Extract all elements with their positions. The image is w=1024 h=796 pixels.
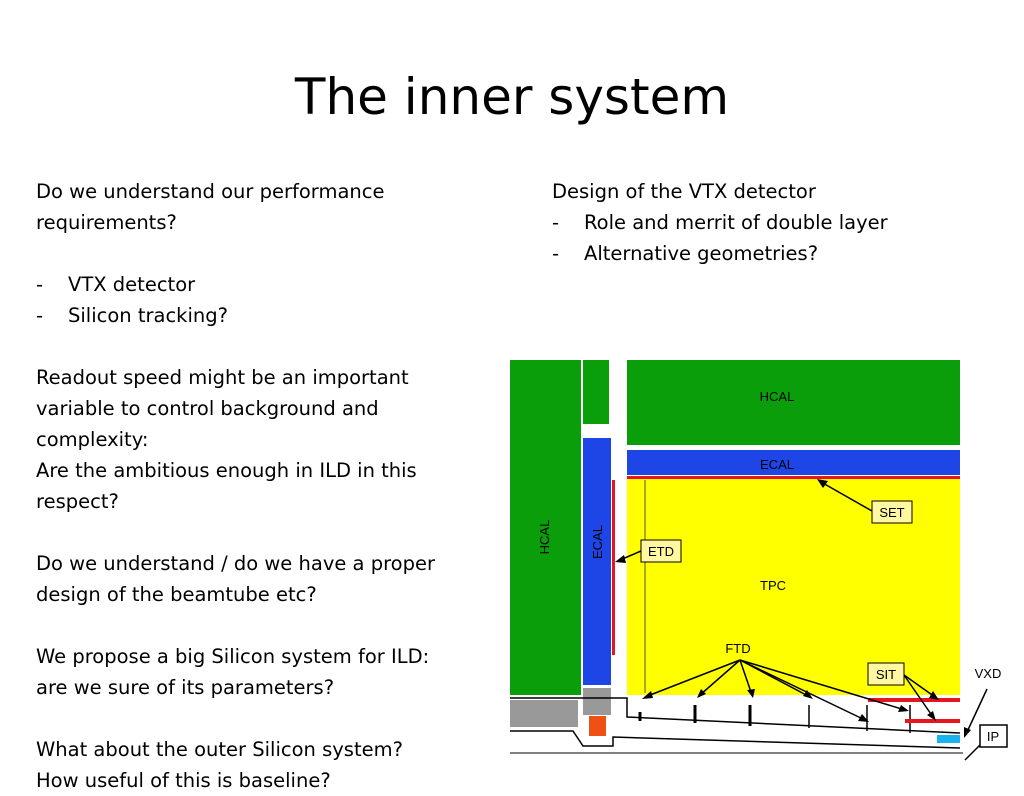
right-heading: Design of the VTX detector (552, 180, 816, 203)
beampipe-outline (510, 697, 961, 734)
beampipe-flange (589, 716, 606, 736)
etd-arrowhead (615, 555, 626, 563)
ecal-endcap-block (583, 438, 611, 685)
left-para3-line-2: design of the beamtube etc? (36, 583, 317, 606)
set-callout-box (871, 500, 913, 524)
left-bullet-text: Silicon tracking? (68, 304, 228, 327)
left-para2-line-2: variable to control background and (36, 397, 379, 420)
right-bullet-text: Alternative geometries? (584, 242, 819, 265)
ild-detector-quadrant-diagram: HCAL ECAL TPC HCAL ECAL SET ETD FTD (505, 355, 1020, 768)
left-para5-line-1: What about the outer Silicon system? (36, 738, 403, 761)
left-bullet-item: - Silicon tracking? (36, 300, 476, 331)
ftd-arrowheads (642, 689, 909, 722)
spacer (36, 517, 476, 548)
tpc-label: TPC (760, 578, 786, 593)
right-bullet-text: Role and merrit of double layer (584, 211, 888, 234)
left-para4-line-2: are we sure of its parameters? (36, 676, 335, 699)
slide-title: The inner system (294, 68, 730, 126)
left-para2-line-5: respect? (36, 490, 119, 513)
vxd-block (937, 735, 960, 743)
left-text-column: Do we understand our performance require… (36, 176, 476, 796)
bullet-dash: - (552, 211, 560, 234)
left-para2-line-3: complexity: (36, 428, 149, 451)
right-bullet-item: - Role and merrit of double layer (552, 207, 972, 238)
left-para5-line-2: How useful of this is baseline? (36, 769, 331, 792)
set-label: SET (879, 505, 904, 520)
ecal-barrel-label: ECAL (760, 457, 794, 472)
hcal-barrel-block (627, 360, 960, 445)
ecal-barrel-block (627, 450, 960, 475)
left-para2-line-1: Readout speed might be an important (36, 366, 409, 389)
set-arrowhead (817, 479, 828, 488)
left-intro-line-1: Do we understand our performance (36, 180, 385, 203)
ecal-endcap-label: ECAL (590, 525, 605, 559)
hcal-endcap-label: HCAL (537, 520, 552, 555)
spacer (36, 238, 476, 269)
vxd-pointer (966, 688, 988, 733)
set-layer (627, 476, 960, 479)
hcal-endcap-upper-block (583, 360, 609, 424)
spacer (36, 610, 476, 641)
etd-label: ETD (648, 544, 674, 559)
vxd-arrowhead (964, 727, 971, 738)
sit-layer-outer (868, 698, 960, 702)
hcal-barrel-label: HCAL (760, 389, 795, 404)
sit-arrowhead-outer (929, 691, 939, 700)
left-bullet-text: VTX detector (68, 273, 196, 296)
left-para3-line-1: Do we understand / do we have a proper (36, 552, 435, 575)
right-text-column: Design of the VTX detector - Role and me… (552, 176, 972, 269)
bullet-dash: - (552, 242, 560, 265)
support-block-left (510, 700, 578, 727)
right-bullet-item: - Alternative geometries? (552, 238, 972, 269)
sit-pointer-outer (903, 674, 936, 698)
sit-label: SIT (876, 667, 896, 682)
ip-callout-box (979, 724, 1008, 748)
sit-pointer-inner (903, 674, 934, 718)
sit-callout-box (867, 662, 905, 686)
ftd-pointers (644, 659, 906, 721)
support-block-middle (583, 688, 611, 715)
ftd-label: FTD (725, 641, 750, 656)
bullet-dash: - (36, 273, 44, 296)
sit-layer-inner (905, 719, 960, 723)
spacer (36, 331, 476, 362)
set-pointer (820, 481, 873, 512)
left-para2-line-4: Are the ambitious enough in ILD in this (36, 459, 417, 482)
spacer (36, 703, 476, 734)
bullet-dash: - (36, 304, 44, 327)
left-para4-line-1: We propose a big Silicon system for ILD: (36, 645, 430, 668)
beampipe-lower-outline (510, 730, 961, 749)
etd-layer (612, 480, 615, 655)
ip-label: IP (987, 729, 999, 744)
left-intro-line-2: requirements? (36, 211, 177, 234)
sit-arrowhead-inner (927, 711, 936, 721)
left-bullet-item: - VTX detector (36, 269, 476, 300)
vxd-label: VXD (975, 666, 1002, 681)
hcal-endcap-block (510, 360, 581, 695)
ip-pointer (964, 744, 981, 761)
